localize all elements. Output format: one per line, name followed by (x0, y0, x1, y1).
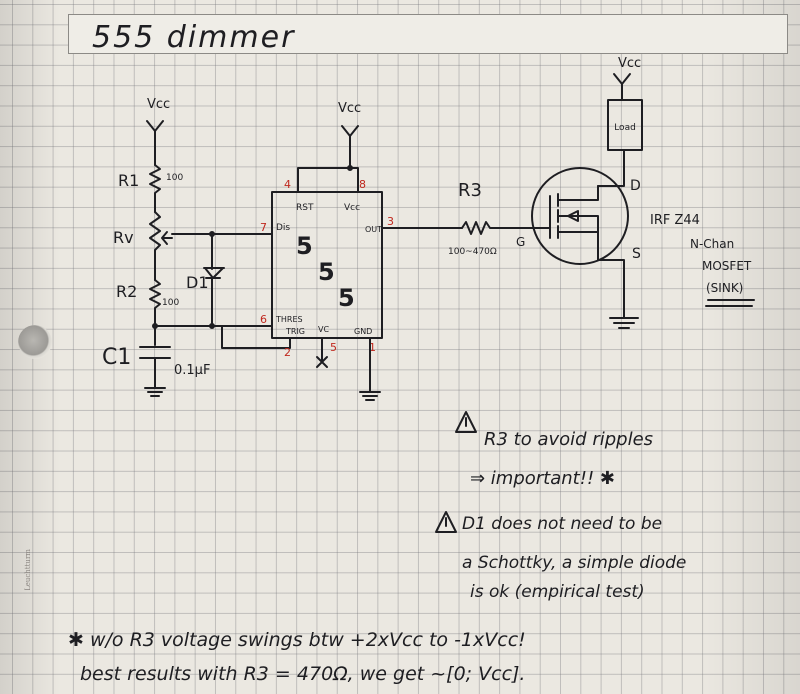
vcc-wire-ic (297, 125, 359, 193)
svg-text:Leuchtturm: Leuchtturm (24, 549, 32, 590)
mosfet-source-label: S (632, 246, 641, 262)
ground-symbol-mosfet (609, 317, 639, 329)
ic-text-2: 5 (318, 258, 335, 286)
pin-number-6: 6 (260, 313, 267, 326)
title-box (68, 14, 788, 54)
pin-gnd-label: GND (354, 327, 372, 336)
mosfet-body (531, 167, 629, 265)
ground-symbol-c1 (144, 387, 166, 397)
note2-line2: a Schottky, a simple diode (462, 553, 686, 573)
page-title: 555 dimmer (92, 20, 295, 55)
pin-number-7: 7 (260, 221, 267, 234)
pin-vcc-label: Vcc (344, 203, 360, 213)
paper-brand-logo: Leuchtturm (24, 549, 32, 590)
vcc-arrow-left (146, 120, 164, 166)
mosfet-part: IRF Z44 (650, 213, 700, 228)
r2-label: R2 (116, 282, 137, 301)
ic-text-3: 5 (338, 284, 355, 312)
pin-number-4: 4 (284, 178, 291, 191)
junction-thres-left (152, 323, 158, 329)
d1-label: D1 (186, 273, 209, 292)
load-label: Load (614, 123, 636, 133)
c1-value: 0.1µF (174, 363, 210, 378)
junction-vcc-ic (347, 165, 353, 171)
wire-source (597, 259, 625, 319)
vcc-label-ic: Vcc (338, 101, 361, 116)
vcc-label-left: Vcc (147, 97, 170, 112)
footnote-line1: ✱ w/o R3 voltage swings btw +2xVcc to -1… (68, 629, 526, 651)
r1-resistor (149, 164, 161, 213)
mosfet-role: (SINK) (706, 281, 743, 295)
wire-drain (597, 149, 625, 187)
c1-capacitor (139, 346, 171, 389)
pin-number-8: 8 (359, 178, 366, 191)
binder-hole (18, 325, 52, 359)
ic-text-1: 5 (296, 232, 313, 260)
pin-number-3: 3 (387, 215, 394, 228)
ic-555-body (271, 191, 383, 339)
r1-label: R1 (118, 171, 139, 190)
vcc-arrow-load (613, 73, 631, 101)
pin5-no-connect (316, 337, 328, 368)
warning-icon-1 (455, 411, 477, 433)
pin-number-2: 2 (284, 346, 291, 359)
load-box (607, 99, 643, 151)
rv-label: Rv (113, 228, 134, 247)
pin-number-5: 5 (330, 341, 337, 354)
ground-symbol-ic (359, 337, 381, 401)
mosfet-kind: MOSFET (702, 259, 752, 273)
footnote-line2: best results with R3 = 470Ω, we get ~[0;… (80, 663, 525, 685)
pin-number-1: 1 (369, 341, 376, 354)
pin-vc-label: VC (318, 325, 329, 334)
c1-label: C1 (102, 345, 131, 370)
r3-resistor (461, 221, 541, 235)
r3-value: 100~470Ω (448, 247, 497, 257)
r2-value: 100 (162, 298, 179, 308)
note1-line2: ⇒ important!! ✱ (470, 468, 615, 489)
r2-resistor (149, 279, 161, 346)
d1-diode (203, 267, 225, 303)
note2-line1: D1 does not need to be (462, 514, 662, 534)
rv-potentiometer (149, 211, 161, 281)
mosfet-symbol (539, 185, 599, 261)
warning-icon-2 (435, 511, 457, 533)
mosfet-gate-label: G (516, 235, 525, 249)
note2-line3: is ok (empirical test) (470, 582, 645, 602)
note1-line1: R3 to avoid ripples (484, 429, 653, 450)
wire-trig (221, 325, 291, 349)
r1-value: 100 (166, 173, 183, 183)
pin-dis-label: Dis (276, 223, 290, 233)
mosfet-underline (705, 299, 755, 307)
rv-wiper (161, 231, 173, 245)
mosfet-drain-label: D (630, 178, 641, 194)
pin-trig-label: TRIG (285, 327, 305, 336)
r3-label: R3 (458, 180, 482, 201)
pin-thres-label: THRES (275, 315, 303, 324)
junction-thres-diode (209, 323, 215, 329)
mosfet-type: N-Chan (690, 237, 734, 251)
vcc-label-load: Vcc (618, 56, 641, 71)
pin-out-label: OUT (365, 225, 382, 234)
pin-rst-label: RST (296, 203, 314, 213)
